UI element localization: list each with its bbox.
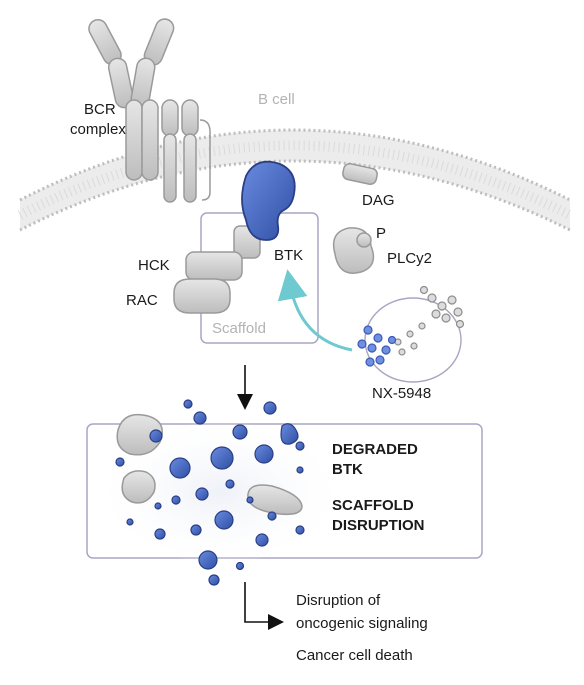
nx-5948-molecule bbox=[357, 285, 465, 383]
outcome-line2: oncogenic signaling bbox=[296, 615, 428, 632]
rac-label: RAC bbox=[126, 292, 158, 309]
dag-shape bbox=[342, 163, 378, 185]
outcome-line3: Cancer cell death bbox=[296, 647, 413, 664]
outcome-line1: Disruption of bbox=[296, 592, 381, 609]
binding-arrow bbox=[277, 269, 353, 352]
btk-shape bbox=[241, 160, 296, 241]
scaffold-line1: SCAFFOLD bbox=[332, 497, 414, 514]
gray-fragments bbox=[116, 413, 303, 516]
dag-label: DAG bbox=[362, 192, 395, 209]
bcr-label-line2: complex bbox=[70, 121, 126, 138]
p-label: P bbox=[376, 225, 386, 242]
scaffold-label: Scaffold bbox=[212, 320, 266, 337]
blue-fragments bbox=[115, 399, 305, 586]
bcr-complex-shape bbox=[88, 18, 211, 203]
scaffold-proteins bbox=[173, 225, 261, 314]
plcy2-label: PLCy2 bbox=[387, 250, 432, 267]
scaffold-line2: DISRUPTION bbox=[332, 517, 425, 534]
drug-label: NX-5948 bbox=[372, 385, 431, 402]
fog bbox=[100, 422, 340, 562]
degraded-line2: BTK bbox=[332, 461, 363, 478]
bcr-label-line1: BCR bbox=[84, 101, 116, 118]
degraded-line1: DEGRADED bbox=[332, 441, 418, 458]
cell-label: B cell bbox=[258, 91, 295, 108]
cell-membrane bbox=[17, 128, 573, 232]
plcy2-shape bbox=[332, 227, 375, 274]
outcome-arrow bbox=[244, 582, 284, 630]
btk-label: BTK bbox=[274, 247, 303, 264]
hck-label: HCK bbox=[138, 257, 170, 274]
